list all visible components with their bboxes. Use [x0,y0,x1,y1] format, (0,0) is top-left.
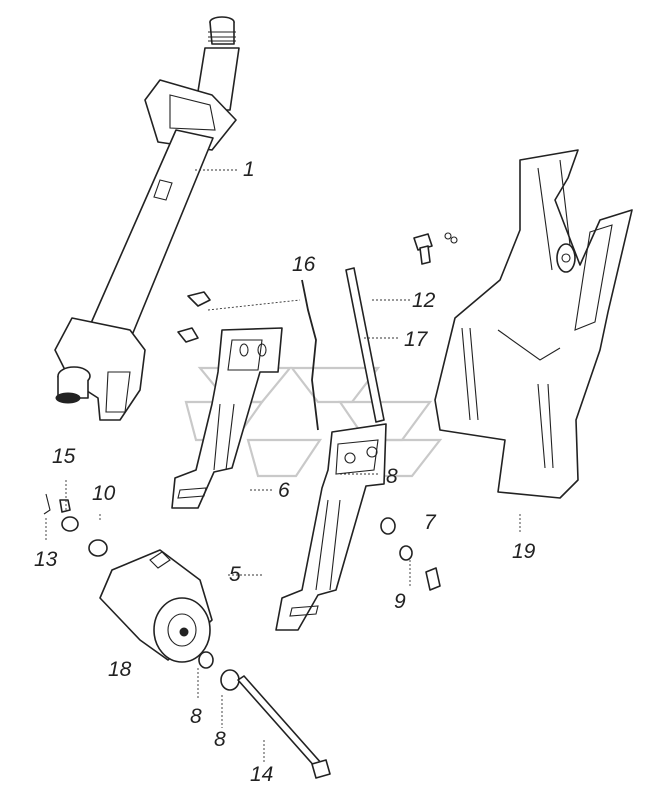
leader-lines [45,169,521,762]
label-8-lower: 8 [214,728,226,751]
label-12: 12 [412,289,436,312]
right-mounting-plate [275,423,387,631]
label-13: 13 [34,548,58,571]
control-rod [301,279,319,431]
label-15: 15 [52,445,76,468]
label-10: 10 [92,482,116,505]
drive-motor [99,549,213,663]
label-19: 19 [512,540,536,563]
washers-and-nuts [43,493,441,691]
steering-column [54,16,240,421]
support-bracket [434,149,633,499]
label-9: 9 [394,590,406,613]
label-18: 18 [108,658,132,681]
left-mounting-plate [171,327,283,509]
adjustment-strap [345,267,385,423]
bolt-group [177,232,458,343]
long-bolt [237,675,331,779]
label-8-upper: 8 [386,465,398,488]
label-5: 5 [229,563,241,586]
label-8-middle: 8 [190,705,202,728]
label-7: 7 [424,511,437,534]
label-6: 6 [278,479,290,502]
label-17: 17 [404,328,429,351]
label-14: 14 [250,763,273,786]
label-16: 16 [292,253,316,276]
label-1: 1 [243,158,255,181]
